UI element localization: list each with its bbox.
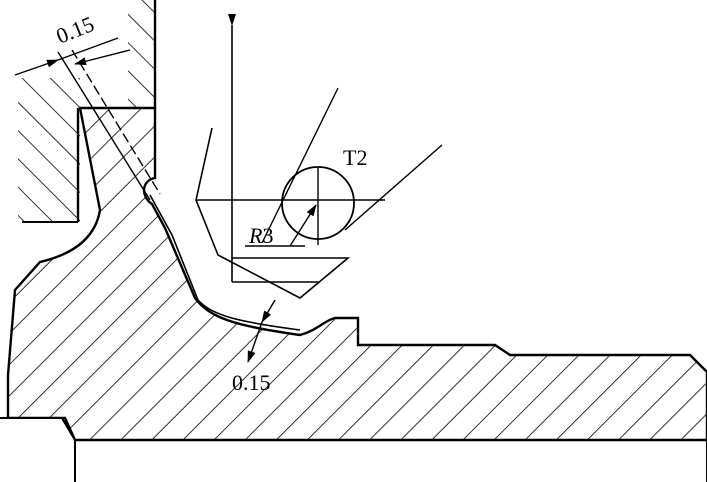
workpiece-section <box>0 106 707 482</box>
clearance-dimension-bottom <box>247 299 276 363</box>
tool-label: T2 <box>343 145 367 170</box>
workpiece-outline <box>6 106 707 442</box>
fixture-body <box>18 0 157 223</box>
radius-label: R3 <box>248 223 273 248</box>
groove-surface <box>149 194 301 331</box>
clearance-dimension-top <box>14 37 161 201</box>
clearance-label-bottom: 0.15 <box>232 370 271 395</box>
tool-outline-outer <box>195 127 351 299</box>
clearance-label-top: 0.15 <box>53 11 98 49</box>
radius-value: 3 <box>262 223 273 248</box>
radius-prefix: R <box>248 223 263 248</box>
cutting-tool <box>195 14 443 299</box>
